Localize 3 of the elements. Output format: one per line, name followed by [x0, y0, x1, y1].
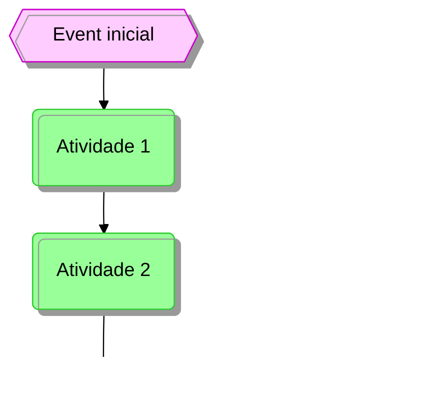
connector [102, 310, 105, 357]
arrow [98, 62, 110, 111]
arrow [98, 186, 110, 234]
